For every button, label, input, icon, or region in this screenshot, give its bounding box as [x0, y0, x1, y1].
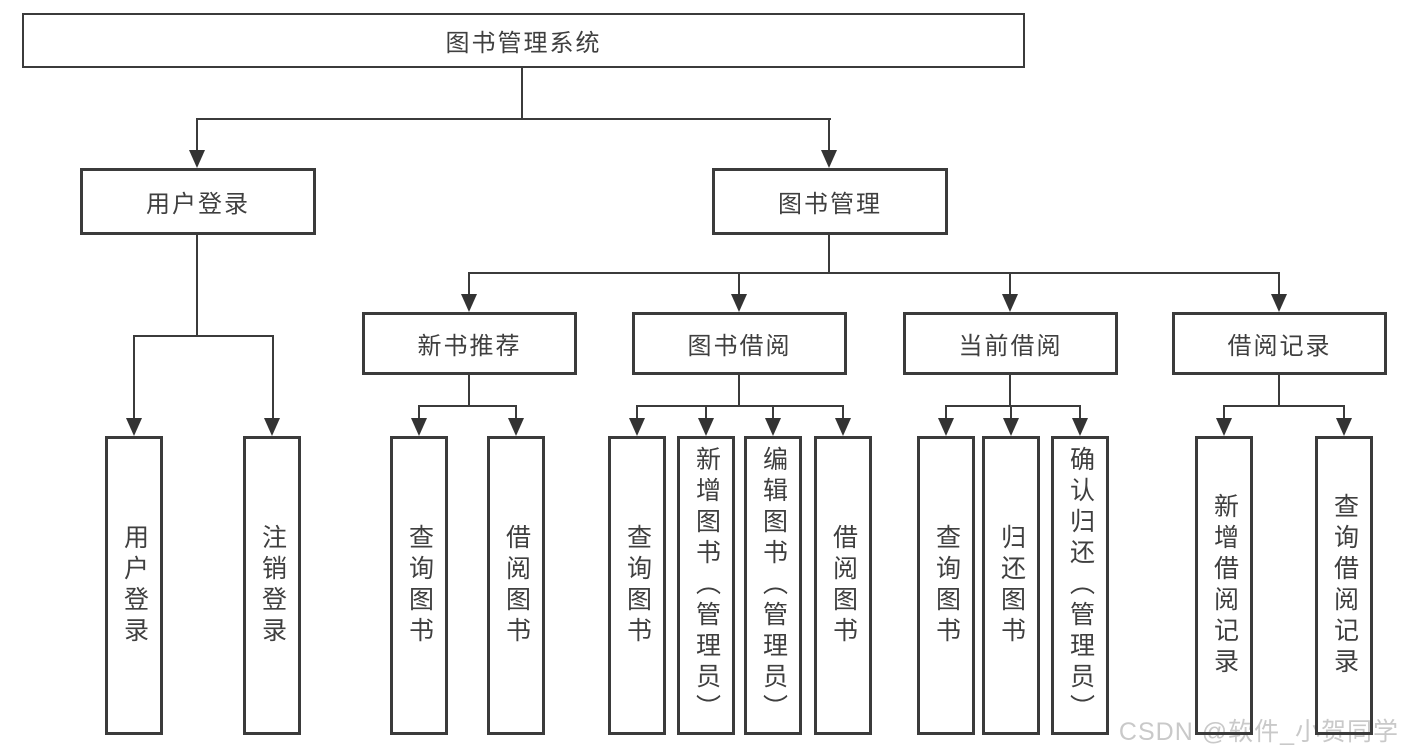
connector-bookborrow-bar — [637, 405, 843, 407]
node-root: 图书管理系统 — [22, 13, 1025, 68]
connector-root-stub — [521, 68, 523, 120]
arrow-down-icon — [821, 150, 837, 168]
connector-drop-bookborrow — [738, 272, 740, 295]
arrow-down-icon — [264, 418, 280, 436]
connector-drop — [1079, 405, 1081, 419]
arrow-down-icon — [1003, 418, 1019, 436]
connector-currentborrow-bar — [945, 405, 1080, 407]
connector-drop — [515, 405, 517, 419]
connector-drop-newbook — [468, 272, 470, 295]
node-logout: 注销登录 — [243, 436, 301, 735]
node-book-borrow: 图书借阅 — [632, 312, 847, 375]
arrow-down-icon — [411, 418, 427, 436]
connector-drop — [1343, 405, 1345, 419]
arrow-down-icon — [1271, 294, 1287, 312]
node-book-management: 图书管理 — [712, 168, 948, 235]
connector-borrowrecord-stub — [1278, 375, 1280, 406]
arrow-down-icon — [189, 150, 205, 168]
node-add-book-admin: 新增图书（管理员） — [677, 436, 735, 735]
node-query-books-current: 查询图书 — [917, 436, 975, 735]
node-new-book-recommend: 新书推荐 — [362, 312, 577, 375]
connector-drop-currentborrow — [1009, 272, 1011, 295]
arrow-down-icon — [508, 418, 524, 436]
connector-newbook-stub — [468, 375, 470, 406]
node-query-books-borrow: 查询图书 — [608, 436, 666, 735]
connector-drop — [1223, 405, 1225, 419]
connector-drop — [772, 405, 774, 419]
node-login: 用户登录 — [105, 436, 163, 735]
connector-drop — [1010, 405, 1012, 419]
arrow-down-icon — [731, 294, 747, 312]
arrow-down-icon — [1072, 418, 1088, 436]
connector-bookmgmt-bar — [469, 272, 1280, 274]
connector-drop — [636, 405, 638, 419]
connector-drop-logout — [272, 335, 274, 418]
connector-drop — [705, 405, 707, 419]
arrow-down-icon — [765, 418, 781, 436]
node-current-borrow: 当前借阅 — [903, 312, 1118, 375]
connector-userlogin-bar — [133, 335, 274, 337]
arrow-down-icon — [1002, 294, 1018, 312]
arrow-down-icon — [1336, 418, 1352, 436]
node-return-book: 归还图书 — [982, 436, 1040, 735]
connector-currentborrow-stub — [1009, 375, 1011, 406]
arrow-down-icon — [1216, 418, 1232, 436]
node-add-borrow-record: 新增借阅记录 — [1195, 436, 1253, 735]
connector-drop-login — [133, 335, 135, 418]
connector-bookborrow-stub — [738, 375, 740, 406]
arrow-down-icon — [698, 418, 714, 436]
arrow-down-icon — [835, 418, 851, 436]
connector-borrowrecord-bar — [1223, 405, 1344, 407]
node-borrow-books: 借阅图书 — [814, 436, 872, 735]
node-edit-book-admin: 编辑图书（管理员） — [744, 436, 802, 735]
arrow-down-icon — [629, 418, 645, 436]
arrow-down-icon — [126, 418, 142, 436]
connector-root-bar — [197, 118, 831, 120]
node-query-borrow-record: 查询借阅记录 — [1315, 436, 1373, 735]
node-query-books-recommend: 查询图书 — [390, 436, 448, 735]
arrow-down-icon — [461, 294, 477, 312]
connector-userlogin-stub — [196, 235, 198, 336]
node-confirm-return-admin: 确认归还（管理员） — [1051, 436, 1109, 735]
connector-bookmgmt-stub — [828, 235, 830, 273]
connector-drop — [842, 405, 844, 419]
connector-drop-user-login — [196, 118, 198, 151]
node-borrow-books-recommend: 借阅图书 — [487, 436, 545, 735]
node-borrow-record: 借阅记录 — [1172, 312, 1387, 375]
arrow-down-icon — [938, 418, 954, 436]
connector-drop-book-management — [828, 118, 830, 151]
connector-drop — [945, 405, 947, 419]
connector-drop-borrowrecord — [1278, 272, 1280, 295]
connector-newbook-bar — [418, 405, 517, 407]
node-user-login: 用户登录 — [80, 168, 316, 235]
connector-drop — [418, 405, 420, 419]
